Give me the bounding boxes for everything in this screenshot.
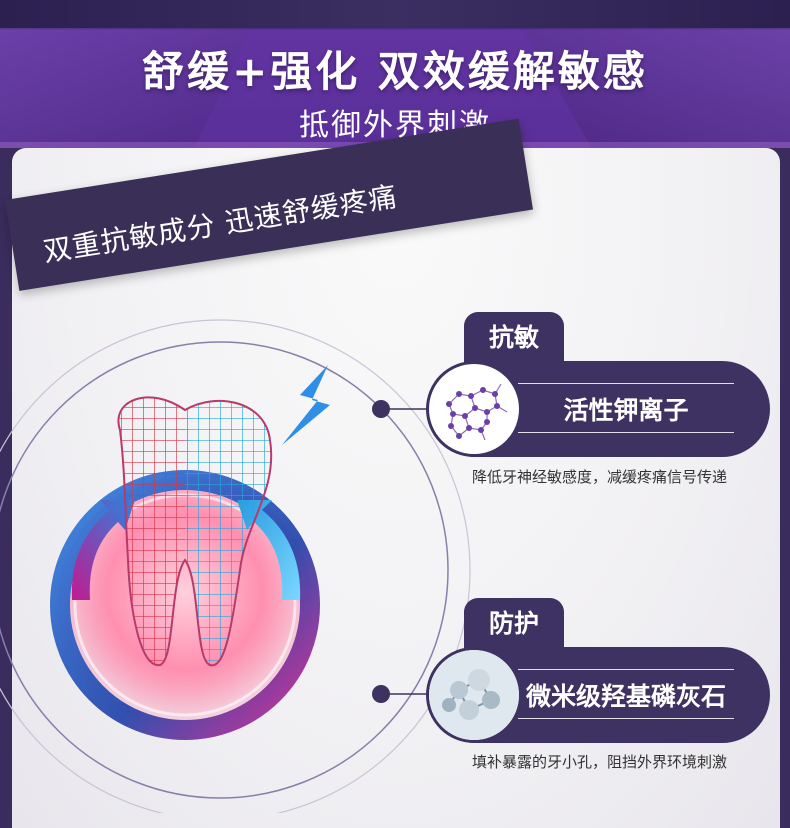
ingredient-label-2: 微米级羟基磷灰石	[525, 682, 726, 711]
pill-divider-bottom	[518, 718, 734, 719]
arrow-left-icon	[71, 500, 135, 600]
molecule-icon	[426, 361, 522, 457]
tooth-glow	[57, 477, 313, 733]
tab-protection: 防护	[464, 598, 564, 650]
pill-divider-top	[518, 383, 734, 384]
header-banner: 舒缓+强化 双效缓解敏感 抵御外界刺激	[0, 0, 790, 148]
arrow-right-icon	[237, 500, 301, 600]
orbit-ring-outer	[0, 319, 471, 813]
feature-description-1: 降低牙神经敏感度，减缓疼痛信号传递	[472, 468, 728, 486]
feature-description-2: 填补暴露的牙小孔，阻挡外界环境刺激	[472, 753, 728, 771]
lightning-icon	[282, 365, 330, 445]
ingredient-pill-2: 微米级羟基磷灰石	[426, 647, 770, 743]
mineral-cluster-icon	[426, 647, 522, 743]
page-title: 舒缓+强化 双效缓解敏感	[142, 47, 648, 96]
top-strip	[0, 0, 790, 28]
orbit-ring-inner	[0, 341, 449, 799]
ingredient-pill-1: 活性钾离子	[426, 361, 770, 457]
pill-divider-top	[518, 669, 734, 670]
ingredient-label-1: 活性钾离子	[563, 396, 689, 425]
pill-divider-bottom	[518, 432, 734, 433]
tab-anti-sensitive: 抗敏	[464, 312, 564, 364]
